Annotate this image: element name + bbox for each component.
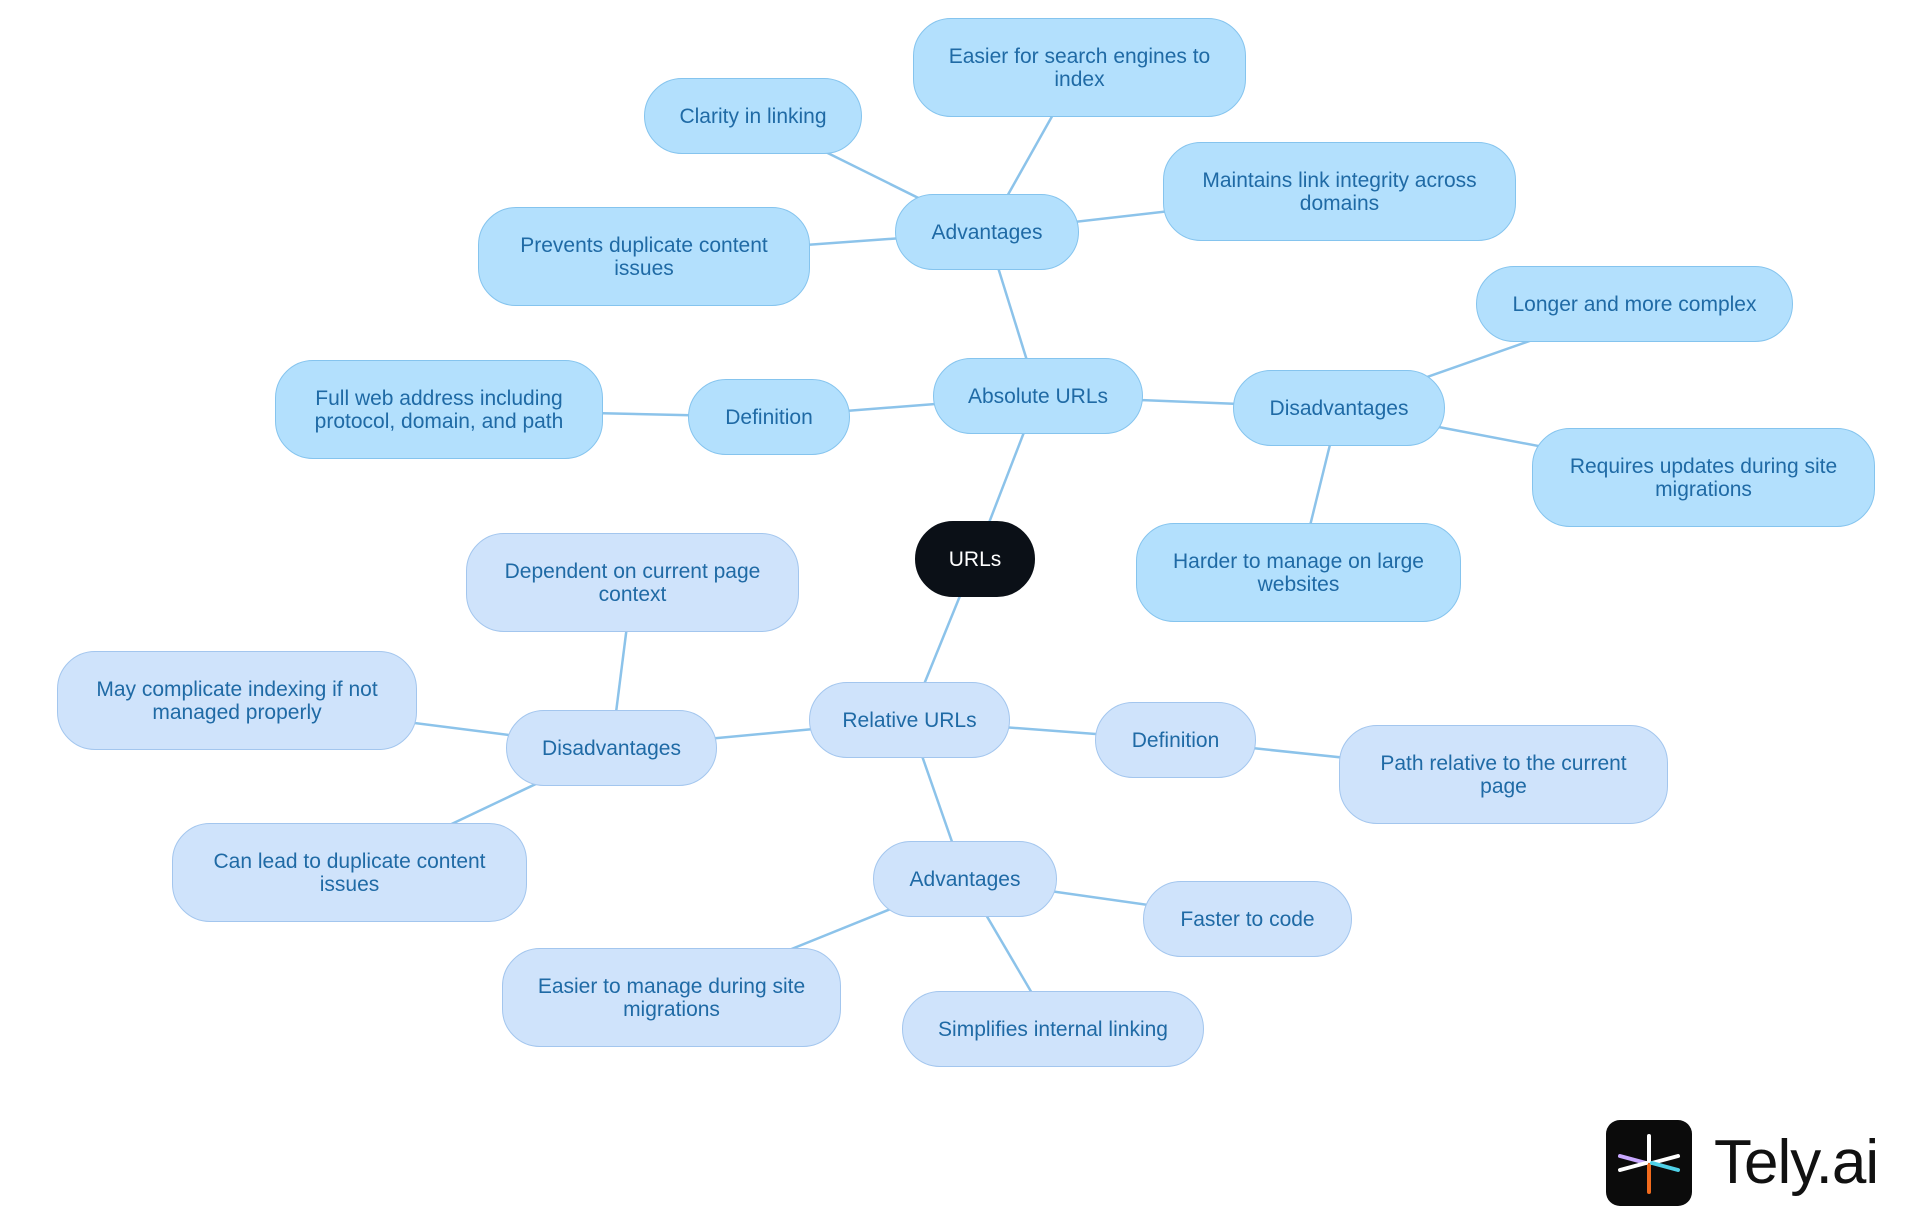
node-relative-advantages-faster: Faster to code	[1143, 881, 1352, 957]
node-relative-definition-detail: Path relative to the current page	[1339, 725, 1668, 824]
node-relative-disadvantages-indexing: May complicate indexing if not managed p…	[57, 651, 417, 750]
node-root-urls[interactable]: URLs	[915, 521, 1035, 597]
node-relative-disadvantages-context: Dependent on current page context	[466, 533, 799, 632]
node-relative-advantages-internal: Simplifies internal linking	[902, 991, 1204, 1067]
node-absolute-disadvantages[interactable]: Disadvantages	[1233, 370, 1445, 446]
node-relative-advantages[interactable]: Advantages	[873, 841, 1057, 917]
node-absolute-definition[interactable]: Definition	[688, 379, 850, 455]
node-absolute-definition-detail: Full web address including protocol, dom…	[275, 360, 603, 459]
logo-wordmark: Tely.ai	[1714, 1128, 1879, 1197]
node-relative-disadvantages-duplicate: Can lead to duplicate content issues	[172, 823, 527, 922]
node-relative-definition[interactable]: Definition	[1095, 702, 1256, 778]
node-relative-urls[interactable]: Relative URLs	[809, 682, 1010, 758]
node-absolute-advantages-integrity: Maintains link integrity across domains	[1163, 142, 1516, 241]
tely-asterisk-icon	[1606, 1120, 1692, 1206]
node-absolute-advantages-clarity: Clarity in linking	[644, 78, 862, 154]
node-absolute-disadvantages-large: Harder to manage on large websites	[1136, 523, 1461, 622]
node-relative-advantages-migrations: Easier to manage during site migrations	[502, 948, 841, 1047]
node-absolute-advantages[interactable]: Advantages	[895, 194, 1079, 270]
node-absolute-disadvantages-migrations: Requires updates during site migrations	[1532, 428, 1875, 527]
tely-logo: Tely.ai	[1606, 1120, 1886, 1208]
node-absolute-advantages-duplicate: Prevents duplicate content issues	[478, 207, 810, 306]
node-absolute-disadvantages-longer: Longer and more complex	[1476, 266, 1793, 342]
node-relative-disadvantages[interactable]: Disadvantages	[506, 710, 717, 786]
node-absolute-advantages-index: Easier for search engines to index	[913, 18, 1246, 117]
node-absolute-urls[interactable]: Absolute URLs	[933, 358, 1143, 434]
